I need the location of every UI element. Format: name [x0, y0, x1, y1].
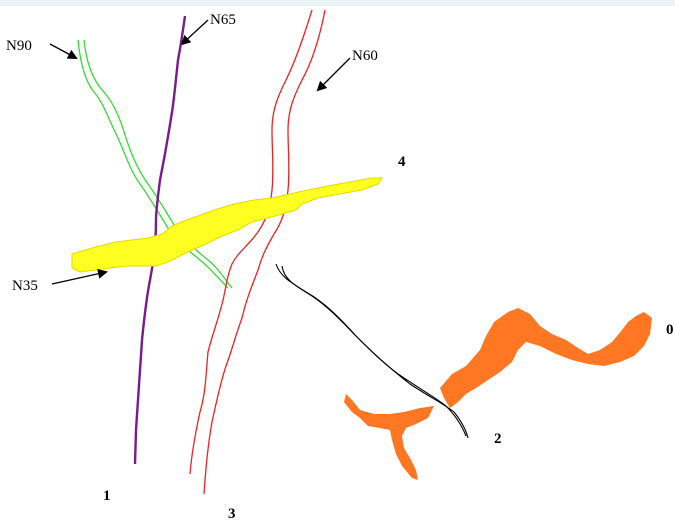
number-1: 1 — [103, 488, 111, 504]
n35-body — [71, 177, 383, 273]
orange-body-lower — [344, 394, 434, 480]
label-n35: N35 — [12, 278, 38, 294]
label-n90: N90 — [6, 38, 32, 54]
arrow-n65 — [180, 19, 209, 46]
label-n60: N60 — [352, 48, 378, 64]
arrow-n90 — [49, 43, 78, 59]
arrow-n35 — [51, 268, 108, 285]
fracture-diagram: N90 N65 N60 N35 1 2 3 4 0 — [6, 9, 674, 522]
label-arrows — [49, 19, 351, 285]
n65-fracture — [133, 15, 187, 465]
label-n65: N65 — [210, 12, 236, 28]
number-0: 0 — [666, 322, 674, 338]
number-2: 2 — [494, 431, 502, 447]
number-3: 3 — [228, 506, 236, 522]
n60-fracture — [189, 9, 326, 495]
arrow-n60 — [316, 57, 351, 92]
n90-fracture — [77, 39, 233, 289]
fracture-2 — [275, 263, 469, 439]
orange-body-upper — [440, 308, 652, 408]
number-4: 4 — [398, 154, 406, 170]
